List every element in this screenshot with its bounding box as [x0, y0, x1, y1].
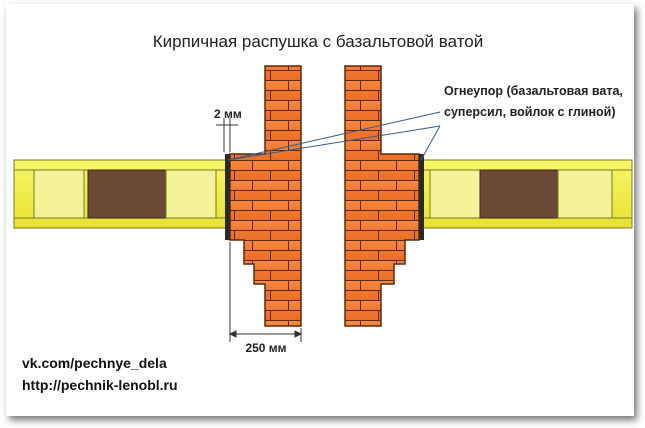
credit-site: http://pechnik-lenobl.ru — [22, 377, 178, 393]
gap-dimension-label: 2 мм — [214, 107, 242, 121]
diagram-title: Кирпичная распушка с базальтовой ватой — [153, 32, 484, 51]
credit-vk: vk.com/pechnye_dela — [22, 355, 167, 371]
annotation-line-2: суперсил, войлок с глиной) — [444, 105, 616, 119]
annotation-line-1: Огнеупор (базальтовая вата, — [444, 84, 623, 98]
brick-wall-right — [344, 65, 420, 327]
brick-wall-left — [229, 65, 302, 327]
insulation-layer-right — [419, 154, 424, 240]
insulation-layer-left — [225, 154, 230, 240]
gap-dimension — [216, 118, 238, 152]
floor-beam-right — [419, 159, 633, 229]
width-dimension — [228, 242, 303, 342]
floor-beam-left — [13, 159, 227, 229]
annotation-leaders — [227, 111, 441, 161]
width-dimension-label: 250 мм — [245, 341, 286, 355]
